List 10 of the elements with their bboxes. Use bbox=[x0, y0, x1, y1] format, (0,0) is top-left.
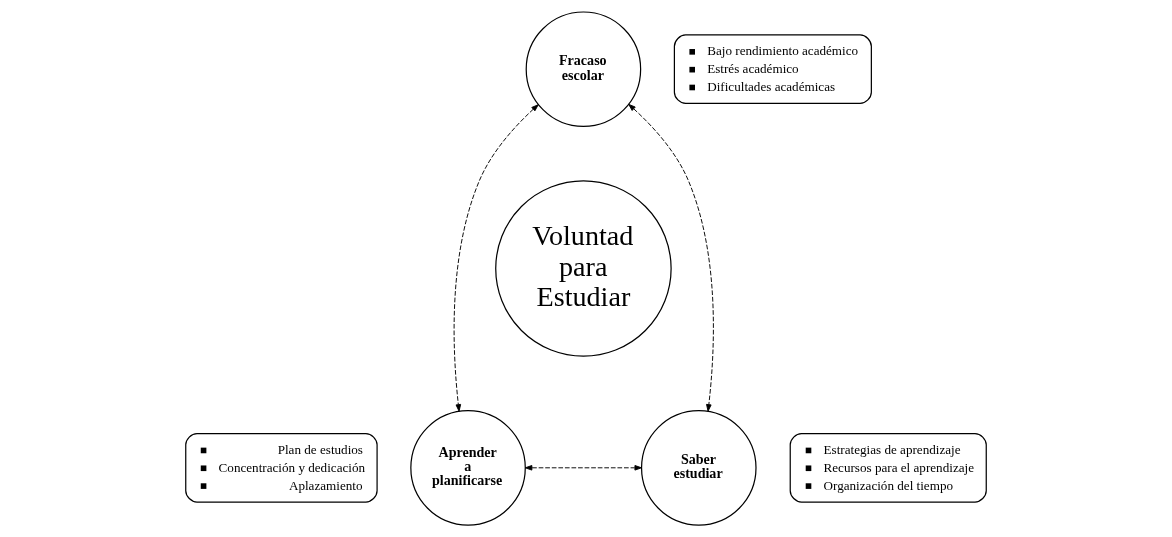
arrow bbox=[628, 103, 714, 412]
node-box: Plan de estudios Concentración y dedicación Aplazamiento bbox=[185, 432, 378, 503]
arrow bbox=[453, 104, 539, 412]
arrow bbox=[524, 465, 642, 471]
node-circle: Fracaso escolar bbox=[525, 11, 642, 127]
node-circle: Aprender a planificarse bbox=[410, 409, 526, 526]
node-circle: Voluntad para Estudiar bbox=[495, 180, 672, 357]
node-box: Estrategias de aprendizaje Recursos para el aprendizaje Organización del tiempo bbox=[789, 432, 987, 503]
node-circle: Saber estudiar bbox=[640, 409, 757, 526]
node-box: Bajo rendimiento académico Estrés académico Dificultades académicas bbox=[673, 34, 872, 105]
